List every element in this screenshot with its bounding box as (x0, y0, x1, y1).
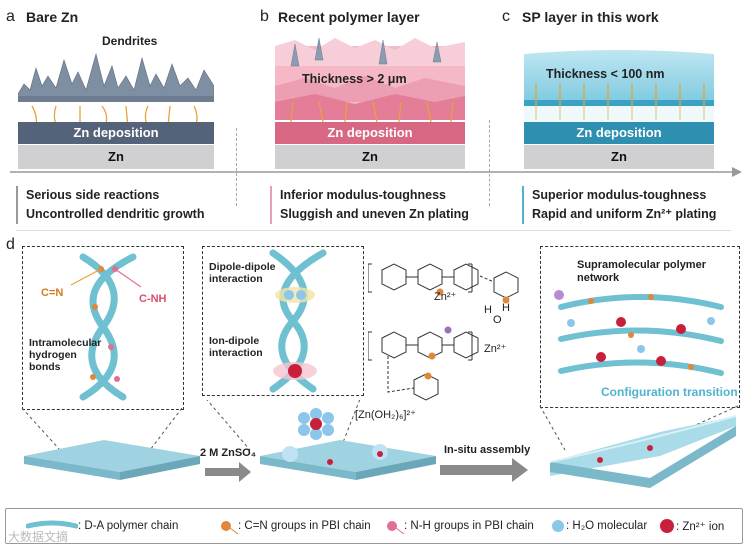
separator-2 (489, 120, 490, 206)
network-title: Supramolecular polymer network (577, 259, 706, 284)
complex-label: [Zn(OH₂)₆]²⁺ (355, 409, 416, 421)
zn-deposition-a: Zn deposition (18, 122, 214, 144)
bare-slab (24, 440, 200, 480)
panel-a-letter: a (6, 8, 15, 25)
coated-slab (549, 415, 737, 488)
timeline-arrow (10, 167, 742, 177)
sp-layer-illustration (524, 50, 714, 124)
hbond-label: Intramolecular hydrogen bonds (29, 337, 102, 373)
water-h2-label: H (502, 302, 510, 314)
legend-item-polymer: : D-A polymer chain (26, 509, 178, 543)
legend-water-label: : H₂O molecular (566, 520, 648, 532)
ion-dipole-label: Ion-dipole interaction (209, 335, 263, 359)
arrow-znso4 (205, 462, 251, 482)
legend-zn-label: : Zn²⁺ ion (676, 521, 725, 533)
legend: : D-A polymer chain : C=N groups in PBI … (5, 508, 743, 544)
chemical-structure (368, 263, 519, 401)
legend-item-zn: : Zn²⁺ ion (658, 509, 724, 543)
panel-b-title: Recent polymer layer (278, 9, 420, 25)
polymer-layer-illustration (275, 37, 465, 123)
nh-group-icon (387, 521, 404, 535)
water-h-label: H (484, 304, 492, 316)
dendrites-label: Dendrites (102, 34, 158, 48)
caption-b-line-2: Sluggish and uneven Zn plating (280, 207, 469, 221)
caption-c-line-1: Superior modulus-toughness (532, 188, 707, 202)
panel-a-title: Bare Zn (26, 9, 79, 25)
water-molecule-icon (552, 520, 564, 532)
twisted-chain-illustration (70, 253, 142, 401)
zn-deposition-b: Zn deposition (275, 122, 465, 144)
legend-nh-label: : N-H groups in PBI chain (404, 520, 534, 532)
legend-polymer-label: : D-A polymer chain (78, 520, 179, 532)
box-hydrogen-bonds: C=N C-NH Intramolecular hydrogen bonds (22, 246, 184, 410)
cn-group-icon (221, 521, 238, 535)
caption-b: Inferior modulus-toughness Sluggish and … (270, 186, 469, 224)
cnh-label: C-NH (139, 293, 167, 305)
watermark: 大数据文摘 (8, 530, 69, 544)
caption-a-line-2: Uncontrolled dendritic growth (26, 207, 205, 221)
hydrated-zn-cluster (298, 408, 334, 440)
zn-ion-label-1: Zn²⁺ (434, 291, 457, 303)
box-supramolecular: Supramolecular polymer network Configura… (540, 246, 740, 408)
interaction-illustration (269, 249, 327, 393)
zn-base-a: Zn (18, 145, 214, 169)
panel-d-letter: d (6, 236, 15, 253)
arrow-assembly (440, 458, 528, 482)
polymer-chain-icon (26, 520, 78, 529)
separator-1 (236, 128, 237, 206)
box-interactions: Dipole-dipole interaction Ion-dipole int… (202, 246, 364, 396)
water-o-label: O (493, 314, 502, 326)
dipole-label: Dipole-dipole interaction (209, 261, 276, 285)
thickness-b-label: Thickness > 2 μm (302, 72, 407, 86)
legend-item-nh: : N-H groups in PBI chain (382, 509, 534, 543)
legend-item-cn: : C=N groups in PBI chain (216, 509, 371, 543)
legend-item-water: : H₂O molecular (550, 509, 647, 543)
caption-a-line-1: Serious side reactions (26, 188, 160, 202)
panel-c-letter: c (502, 8, 510, 25)
panel-c-title: SP layer in this work (522, 9, 659, 25)
network-illustration (554, 290, 724, 376)
caption-a: Serious side reactions Uncontrolled dend… (16, 186, 204, 224)
row-divider (16, 230, 731, 231)
legend-cn-label: : C=N groups in PBI chain (238, 520, 371, 532)
znso4-label: 2 M ZnSO₄ (200, 447, 256, 459)
cn-label: C=N (41, 287, 64, 299)
assembly-label: In-situ assembly (444, 444, 531, 456)
caption-b-line-1: Inferior modulus-toughness (280, 188, 446, 202)
zn-base-b: Zn (275, 145, 465, 169)
zn-ion-label-2: Zn²⁺ (484, 343, 507, 355)
caption-c: Superior modulus-toughness Rapid and uni… (522, 186, 716, 224)
configuration-transition-label: Configuration transition (601, 385, 738, 399)
thickness-c-label: Thickness < 100 nm (546, 67, 665, 81)
zn-base-c: Zn (524, 145, 714, 169)
zn-deposition-c: Zn deposition (524, 122, 714, 144)
electrolyte-slab (260, 440, 436, 480)
caption-c-line-2: Rapid and uniform Zn²⁺ plating (532, 207, 717, 221)
zn-ion-icon (660, 519, 674, 533)
panel-b-letter: b (260, 8, 269, 25)
